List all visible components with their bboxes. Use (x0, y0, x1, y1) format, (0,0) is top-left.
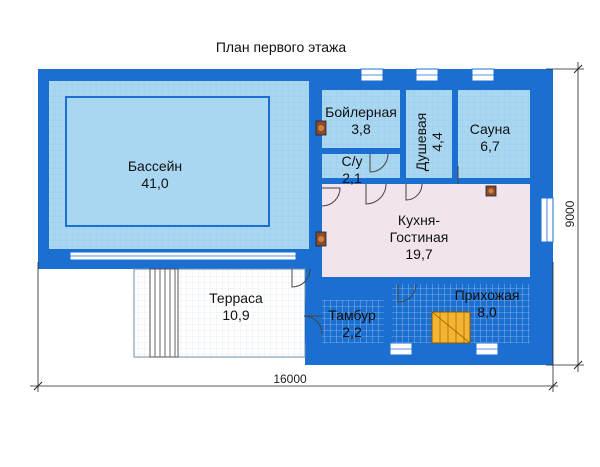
kitchen-floor (322, 184, 530, 277)
plan-title: План первого этажа (216, 39, 347, 55)
room-name-vestibule: Тамбур (328, 307, 376, 323)
room-labels: Бассейн 41,0 Бойлерная 3,8 Душевая 4,4 С… (128, 104, 520, 340)
room-name-wc: С/у (342, 153, 363, 169)
room-area-shower: 4,4 (429, 132, 445, 152)
room-name-kitchen-2: Гостиная (390, 229, 449, 245)
shower-floor (406, 90, 452, 178)
terrace (133, 268, 306, 358)
room-name-sauna: Сауна (470, 121, 511, 137)
width-dimension: 16000 (273, 372, 307, 386)
dimension-height: 9000 (546, 62, 584, 372)
room-area-wc: 2,1 (342, 170, 362, 186)
windows (69, 68, 554, 356)
dimension-width: 16000 (30, 262, 558, 392)
terrace-stairs (149, 268, 179, 358)
interior-stairs (431, 311, 471, 344)
room-area-sauna: 6,7 (480, 138, 500, 154)
room-area-pool: 41,0 (141, 175, 168, 191)
room-name-kitchen-1: Кухня- (398, 212, 440, 228)
floors (49, 81, 530, 343)
room-name-boiler: Бойлерная (325, 104, 397, 120)
room-area-terrace: 10,9 (222, 307, 249, 323)
room-area-boiler: 3,8 (351, 121, 371, 137)
fixtures (315, 120, 497, 247)
room-name-pool: Бассейн (128, 158, 182, 174)
room-area-hall: 8,0 (477, 304, 497, 320)
boiler-floor (322, 90, 400, 148)
sauna-floor (458, 90, 530, 178)
pool-basin (65, 96, 270, 227)
height-dimension: 9000 (563, 200, 577, 227)
room-name-terrace: Терраса (209, 290, 263, 306)
doors (291, 153, 459, 335)
room-area-vestibule: 2,2 (342, 324, 362, 340)
room-area-kitchen: 19,7 (405, 246, 432, 262)
room-name-shower: Душевая (413, 113, 429, 171)
vestibule-floor (322, 300, 384, 343)
room-name-hall: Прихожая (455, 287, 520, 303)
